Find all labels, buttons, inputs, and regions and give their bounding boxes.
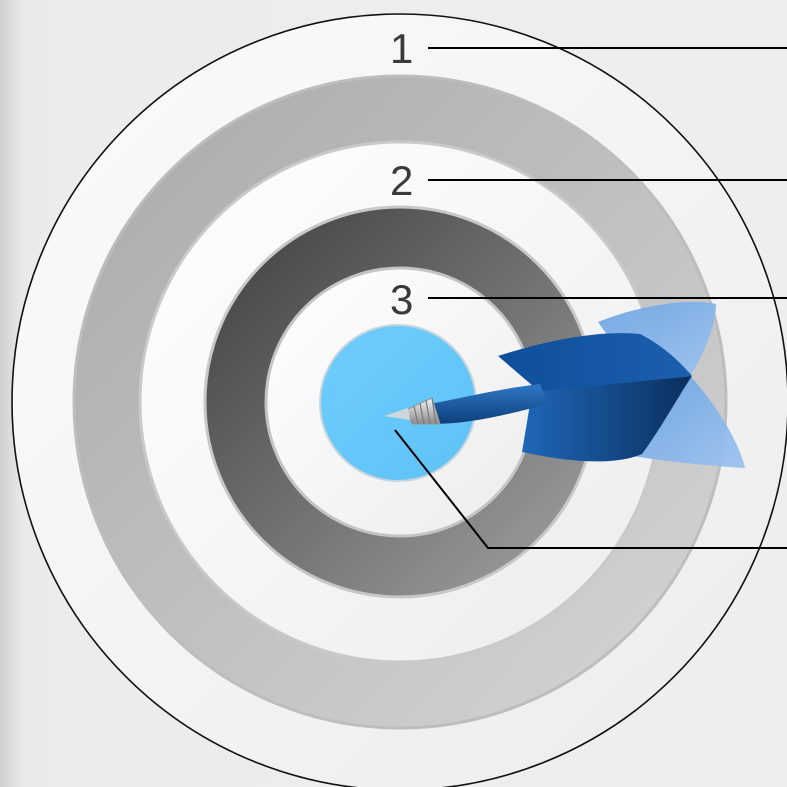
ring-label-2: 2 xyxy=(390,157,413,204)
ring-label-1: 1 xyxy=(390,25,413,72)
ring-label-3: 3 xyxy=(390,276,413,323)
